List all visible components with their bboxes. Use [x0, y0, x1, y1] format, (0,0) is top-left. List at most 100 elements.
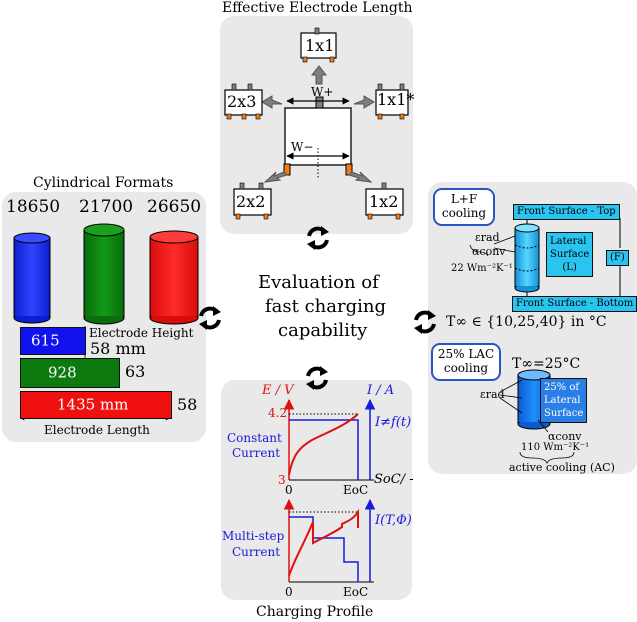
lac-cooling-line2: cooling [443, 360, 489, 375]
eps2-leader-3 [499, 397, 523, 414]
cylinder-21700 [83, 223, 125, 325]
lateral25-line3: Surface [544, 408, 584, 419]
lateral-line1: Lateral [550, 236, 587, 247]
bottom-panel-title: Charging Profile [256, 604, 374, 620]
electrode-height-26650: 58 [177, 395, 198, 414]
cell-icon-lower-right [365, 182, 404, 220]
cycle-icon-bottom [306, 366, 328, 390]
electrode-bar-18650: 615 [20, 327, 86, 355]
lateral25-line2: Lateral [544, 395, 581, 406]
lateral-line3: (L) [562, 262, 577, 273]
front-surface-bottom: Front Surface - Bottom [512, 296, 637, 312]
top-panel-title: Effective Electrode Length [222, 0, 413, 16]
t-inf-range: T∞ ∈ {10,25,40} in °C [446, 314, 607, 330]
cell-label-lower-left: 2x2 [236, 192, 266, 211]
cc-voltage-curve [288, 413, 359, 476]
ms-voltage-curve [288, 508, 359, 577]
bottom-panel [221, 380, 412, 600]
ms-label-2: Current [232, 545, 281, 559]
v-min-label: 3 [278, 473, 286, 487]
eps-rad-label: εrad [475, 231, 500, 244]
lf-cooling-line2: cooling [441, 205, 487, 220]
arrow-down-right [348, 171, 373, 183]
arrow-up [310, 65, 328, 85]
cell-label-lower-right: 1x2 [369, 192, 399, 211]
format-label-21700: 21700 [79, 197, 134, 217]
cylinder-26650 [149, 230, 199, 325]
alpha-leader-2 [493, 247, 516, 253]
w-minus-label: W− [291, 140, 314, 154]
ms-formula: I(T,Φ) [375, 513, 412, 528]
electrode-length-label: Electrode Length [44, 423, 150, 437]
zero-2: 0 [285, 585, 293, 599]
f-label: (F) [606, 250, 629, 266]
cycle-icon-left [199, 306, 221, 330]
ac-brace [519, 451, 575, 465]
lac-cooling-line1: 25% LAC [437, 347, 495, 361]
cc-plot [283, 398, 376, 481]
eps-rad2-label: εrad [480, 388, 505, 401]
electrode-diagram [224, 27, 409, 220]
eps2-leader-2 [499, 394, 523, 399]
w-plus-label: W+ [311, 85, 334, 99]
lf-cooling-line1: L+F [450, 192, 478, 206]
eoc-2: EoC [343, 585, 369, 599]
lateral-surface-box: Lateral Surface (L) [546, 232, 594, 277]
zero-1: 0 [285, 483, 293, 497]
center-line-1: Evaluation of [258, 272, 379, 293]
cycle-icon-top [307, 226, 329, 250]
alpha-conv2-label: αconv [548, 430, 582, 443]
cell-icon-upper-right [375, 83, 409, 120]
cc-label-1: Constant [227, 431, 282, 445]
cell-label-upper-right: 1x1* [377, 90, 415, 109]
alpha-value2-label: 110 Wm⁻²K⁻¹ [521, 442, 590, 453]
arrow-right [353, 95, 375, 109]
ms-current-steps [289, 516, 359, 582]
ms-plot [283, 498, 376, 583]
electrode-height-18650: 58 mm [90, 339, 146, 358]
arrow-down-left [263, 171, 288, 183]
cylinder-18650 [13, 232, 51, 324]
center-line-3: capability [278, 320, 368, 341]
cc-formula: I≠f(t) [375, 415, 412, 430]
electrode-length-18650: 615 [31, 331, 60, 350]
cc-label-2: Current [232, 446, 281, 460]
electrode-height-21700: 63 [125, 362, 146, 381]
alpha-brace [469, 244, 489, 257]
eps2-leader-1 [499, 379, 523, 393]
cell-label-top: 1x1 [305, 36, 335, 55]
lac-cooling-box: 25% LAC cooling [431, 343, 501, 381]
active-cooling-label: active cooling (AC) [509, 461, 615, 474]
e-axis-label: E / V [262, 383, 294, 398]
v-max-label: 4.2 [268, 406, 288, 420]
cycle-icon-right [414, 310, 436, 334]
cell-icon-top [300, 27, 337, 63]
alpha-value-label: 22 Wm⁻²K⁻¹ [451, 263, 513, 274]
cc-current-line [289, 419, 359, 480]
alpha2-leader [537, 419, 549, 433]
electrode-height-label: Electrode Height [89, 326, 194, 340]
cell-icon-upper-left [224, 83, 263, 120]
electrode-bar-21700: 928 [20, 358, 120, 388]
cell-icon-lower-left [233, 182, 272, 220]
lf-cylinder [514, 223, 540, 293]
format-label-26650: 26650 [147, 197, 202, 217]
alpha-conv-label: αconv [472, 245, 506, 258]
eoc-1: EoC [343, 483, 369, 497]
ms-label-1: Multi-step [222, 529, 285, 543]
electrode-length-21700: 928 [48, 363, 77, 382]
soc-axis-label: SoC/ - [374, 472, 414, 487]
center-line-2: fast charging [265, 296, 386, 317]
alpha-leader-1 [493, 235, 516, 245]
lateral25-line1: 25% of [544, 382, 580, 393]
front-surface-top: Front Surface - Top [513, 204, 620, 220]
arrow-left [261, 95, 283, 109]
lf-cooling-box: L+F cooling [433, 188, 495, 226]
left-panel-title: Cylindrical Formats [33, 175, 174, 191]
t-inf-fixed: T∞=25°C [512, 356, 581, 372]
lateral25-box: 25% of Lateral Surface [540, 378, 588, 423]
lateral-line2: Surface [550, 249, 590, 260]
electrode-length-26650: 1435 mm [57, 395, 129, 414]
